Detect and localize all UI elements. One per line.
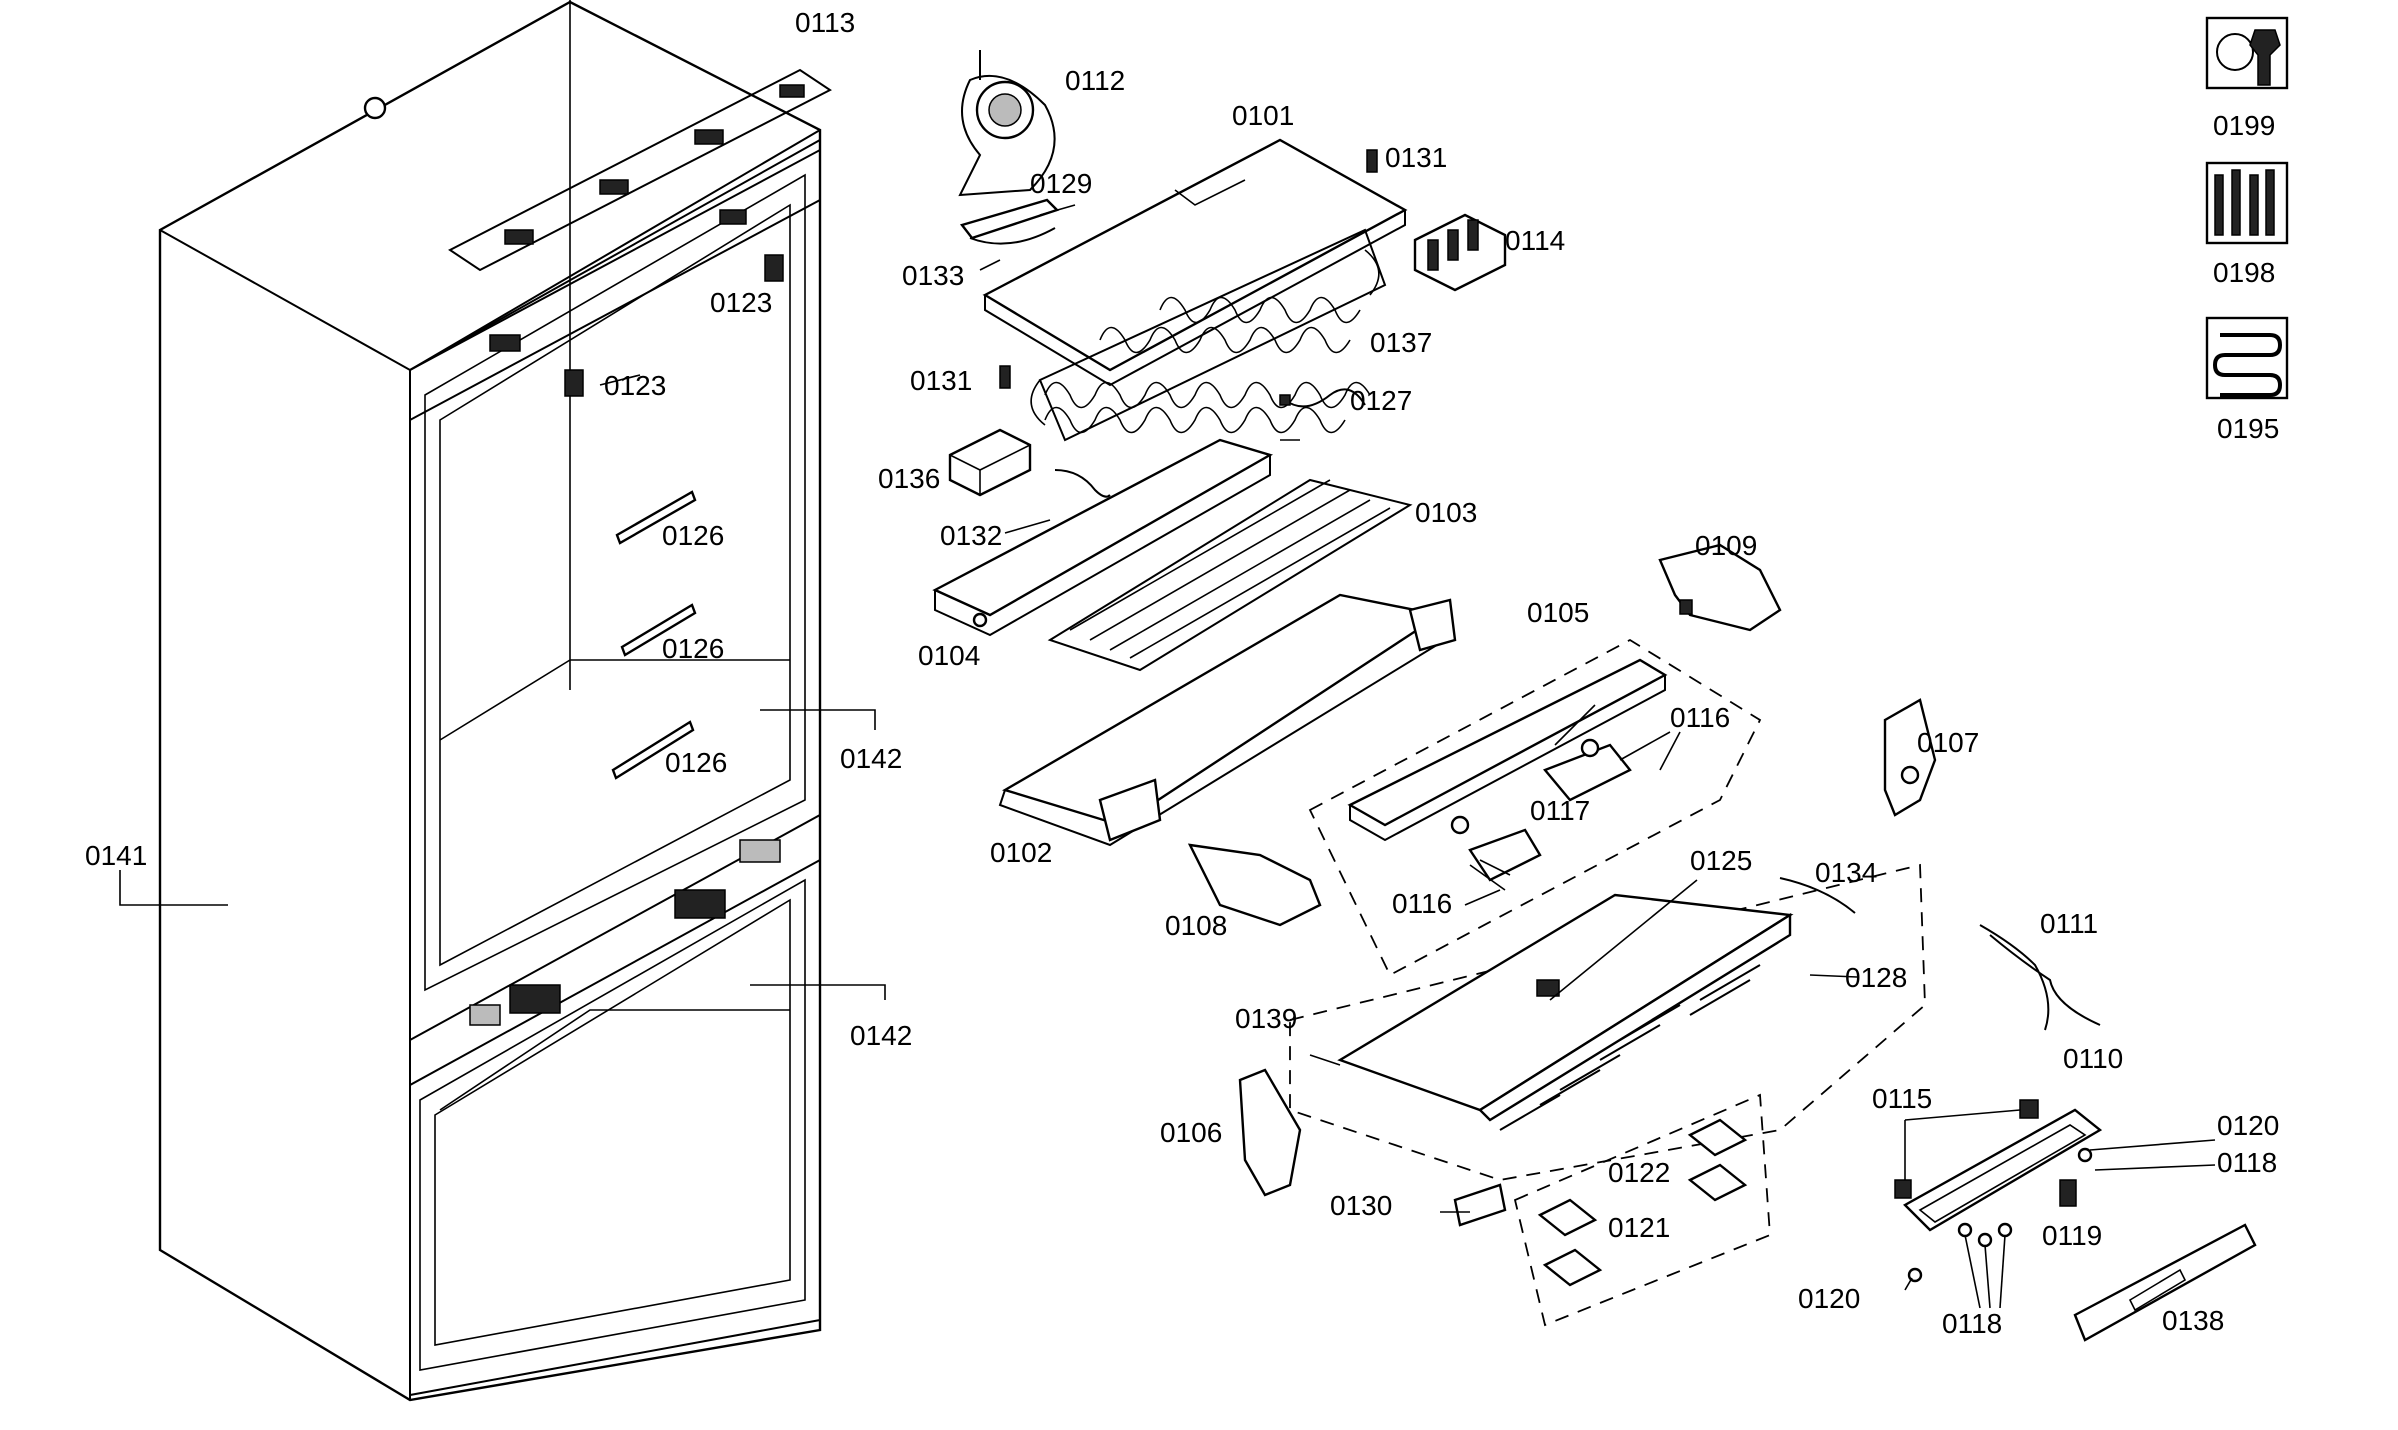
label-0101: 0101	[1232, 100, 1294, 131]
label-0195: 0195	[2217, 413, 2279, 444]
right-bracket-drawing	[1658, 543, 1782, 632]
heater-coil-icon	[2205, 316, 2289, 400]
machine-cover-drawing	[1289, 863, 1926, 1181]
label-0118a: 0118	[2217, 1147, 2277, 1178]
label-0120a: 0120	[2217, 1110, 2279, 1141]
label-0198: 0198	[2213, 257, 2275, 288]
label-0122: 0122	[1608, 1157, 1670, 1188]
label-0105: 0105	[1527, 597, 1589, 628]
label-0138: 0138	[2162, 1305, 2224, 1336]
label-0126a: 0126	[662, 520, 724, 551]
part-labels: 0113 0112 0101 0131 0129 0114 0133 0123 …	[85, 7, 2279, 1339]
label-0112: 0112	[1065, 65, 1125, 96]
label-0119: 0119	[2042, 1220, 2102, 1251]
drain-tray-drawing	[932, 438, 1413, 672]
label-0103: 0103	[1415, 497, 1477, 528]
label-0123b: 0123	[604, 370, 666, 401]
label-0126b: 0126	[662, 633, 724, 664]
label-0139: 0139	[1235, 1003, 1297, 1034]
label-0129: 0129	[1030, 168, 1092, 199]
control-panel-drawing	[1894, 1099, 2103, 1283]
label-0109: 0109	[1695, 530, 1757, 561]
screw-drawing	[999, 149, 1378, 389]
label-0136: 0136	[878, 463, 940, 494]
label-0120b: 0120	[1798, 1283, 1860, 1314]
label-0114: 0114	[1505, 225, 1565, 256]
leader-lines	[119, 204, 2216, 1309]
label-0137: 0137	[1370, 327, 1432, 358]
label-0116b: 0116	[1392, 888, 1452, 919]
fan-motor-drawing	[958, 50, 1056, 197]
label-0118b: 0118	[1942, 1308, 2002, 1339]
label-0127: 0127	[1350, 385, 1412, 416]
left-support-drawing	[1883, 698, 1937, 817]
label-0117: 0117	[1530, 795, 1590, 826]
label-0116a: 0116	[1670, 702, 1730, 733]
label-0131a: 0131	[1385, 142, 1447, 173]
foot-pads-drawing	[1513, 1093, 1771, 1327]
label-0134: 0134	[1815, 857, 1877, 888]
label-0113: 0113	[795, 7, 855, 38]
label-0111: 0111	[2040, 908, 2098, 939]
evaporator-cover-clip	[959, 198, 1060, 245]
lower-bracket-drawing	[1187, 843, 1322, 927]
hardware-kit-icon	[2205, 161, 2289, 245]
label-0130: 0130	[1330, 1190, 1392, 1221]
wire-drawing	[1054, 469, 1111, 498]
label-0142b: 0142	[850, 1020, 912, 1051]
label-0108: 0108	[1165, 910, 1227, 941]
label-0110: 0110	[2063, 1043, 2123, 1074]
label-0115: 0115	[1872, 1083, 1932, 1114]
service-wrench-icon	[2205, 16, 2289, 90]
lower-tray-drawing	[998, 593, 1457, 847]
label-0126c: 0126	[665, 747, 727, 778]
label-0106: 0106	[1160, 1117, 1222, 1148]
label-0132: 0132	[940, 520, 1002, 551]
sensor-cable-drawing	[1279, 388, 1366, 408]
label-0121: 0121	[1608, 1212, 1670, 1243]
label-0104: 0104	[918, 640, 980, 671]
defrost-terminal-drawing	[1413, 213, 1507, 292]
label-0123a: 0123	[710, 287, 772, 318]
label-plate-drawing	[2073, 1223, 2257, 1342]
evaporator-coil-drawing	[1030, 228, 1387, 442]
label-0141: 0141	[85, 840, 147, 871]
label-0125: 0125	[1690, 845, 1752, 876]
label-0133: 0133	[902, 260, 964, 291]
cabinet-drawing	[158, 0, 832, 1402]
control-box-drawing	[948, 428, 1032, 497]
label-0142a: 0142	[840, 743, 902, 774]
label-0128: 0128	[1845, 962, 1907, 993]
clip-drawing	[1453, 1183, 1507, 1227]
label-0131b: 0131	[910, 365, 972, 396]
fan-shroud-drawing	[1308, 638, 1762, 977]
label-0102: 0102	[990, 837, 1052, 868]
wire-harness-drawing	[1979, 924, 2101, 1031]
evaporator-cover-drawing	[982, 138, 1408, 387]
corner-bracket-drawing	[1238, 1068, 1302, 1197]
label-0199: 0199	[2213, 110, 2275, 141]
cable-drawing	[1779, 877, 1856, 914]
label-0107: 0107	[1917, 727, 1979, 758]
